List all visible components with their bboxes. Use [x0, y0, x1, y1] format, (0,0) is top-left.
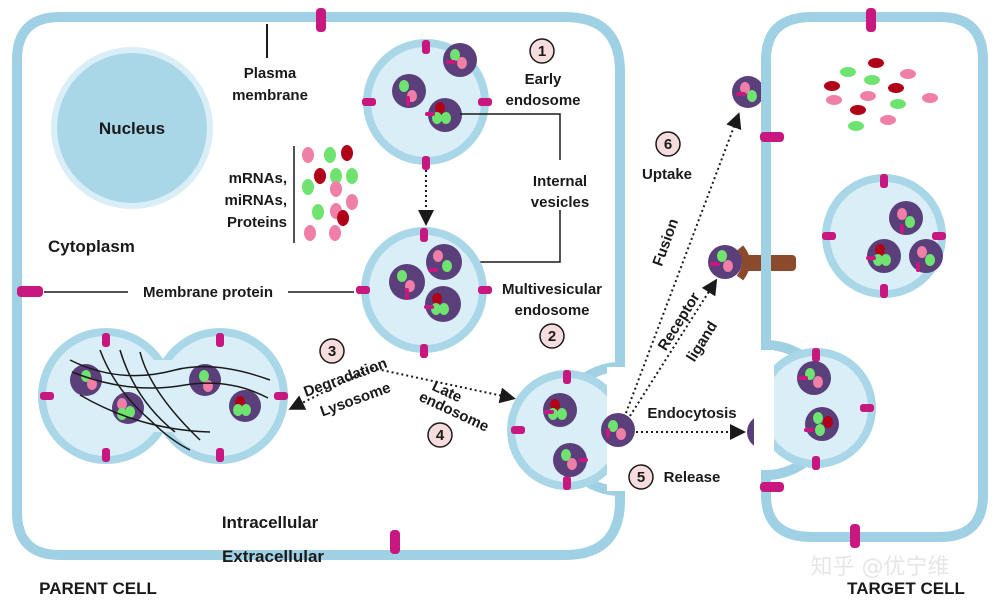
step-5: 5 [628, 464, 654, 490]
internal-vesicles-label-2: vesicles [531, 194, 589, 211]
released-exosome [601, 413, 635, 447]
membrane-protein-label: Membrane protein [143, 284, 273, 301]
watermark: 知乎 @优宁维 [811, 555, 950, 580]
late-endosome-arrow [371, 367, 516, 404]
receptor-ligand-arrow [629, 278, 718, 417]
cargo-label-3: Proteins [227, 214, 287, 231]
lysosome [38, 328, 288, 464]
uptake-label: Uptake [642, 166, 692, 183]
cytoplasm-label: Cytoplasm [48, 237, 135, 256]
step-3-label: 3 [328, 343, 336, 360]
step-3: 3 [319, 338, 345, 364]
early-endosome-label-1: Early [525, 71, 562, 88]
plasma-membrane-label-2: membrane [232, 87, 308, 104]
parent-membrane-proteins [17, 8, 400, 554]
cargo-label-2: miRNAs, [224, 192, 287, 209]
receptor-bound-exosome [708, 245, 796, 281]
step-1: 1 [529, 38, 555, 64]
cargo-molecules [302, 145, 358, 241]
step-5-label: 5 [637, 469, 645, 486]
target-membrane-proteins [760, 8, 876, 548]
step-6-label: 6 [664, 136, 672, 153]
target-cell-membrane [761, 12, 988, 542]
target-endosome [822, 174, 946, 298]
plasma-membrane-label-1: Plasma [244, 65, 297, 82]
nucleus-label: Nucleus [99, 119, 165, 138]
internal-vesicles-label-1: Internal [533, 173, 587, 190]
target-cell-label: TARGET CELL [847, 579, 965, 598]
endocytosis-label: Endocytosis [647, 405, 736, 422]
multivesicular-endosome [356, 227, 492, 358]
step-6: 6 [655, 131, 681, 157]
early-endosome-label-2: endosome [505, 92, 580, 109]
parent-cell-membrane [12, 12, 625, 560]
step-2-label: 2 [548, 328, 556, 345]
internal-vesicles-leader-1 [460, 113, 561, 160]
step-1-label: 1 [538, 43, 546, 60]
nucleus [49, 45, 215, 211]
fusion-exosome [732, 76, 764, 108]
ligand-label: ligand [683, 318, 721, 364]
release-label: Release [664, 469, 721, 486]
intracellular-label: Intracellular [222, 513, 319, 532]
target-endocytic-vesicle [754, 348, 876, 470]
mve-label-2: endosome [514, 302, 589, 319]
late-endosome [507, 367, 629, 491]
step-4-label: 4 [436, 427, 445, 444]
internal-vesicles-leader-2 [453, 210, 561, 263]
cargo-label-1: mRNAs, [229, 170, 287, 187]
parent-cell-label: PARENT CELL [39, 579, 157, 598]
mve-label-1: Multivesicular [502, 281, 602, 298]
early-endosome [362, 39, 492, 170]
step-4: 4 [427, 422, 453, 448]
extracellular-label: Extracellular [222, 547, 324, 566]
fusion-label: Fusion [649, 216, 682, 268]
step-2: 2 [539, 323, 565, 349]
target-cargo [824, 58, 938, 131]
